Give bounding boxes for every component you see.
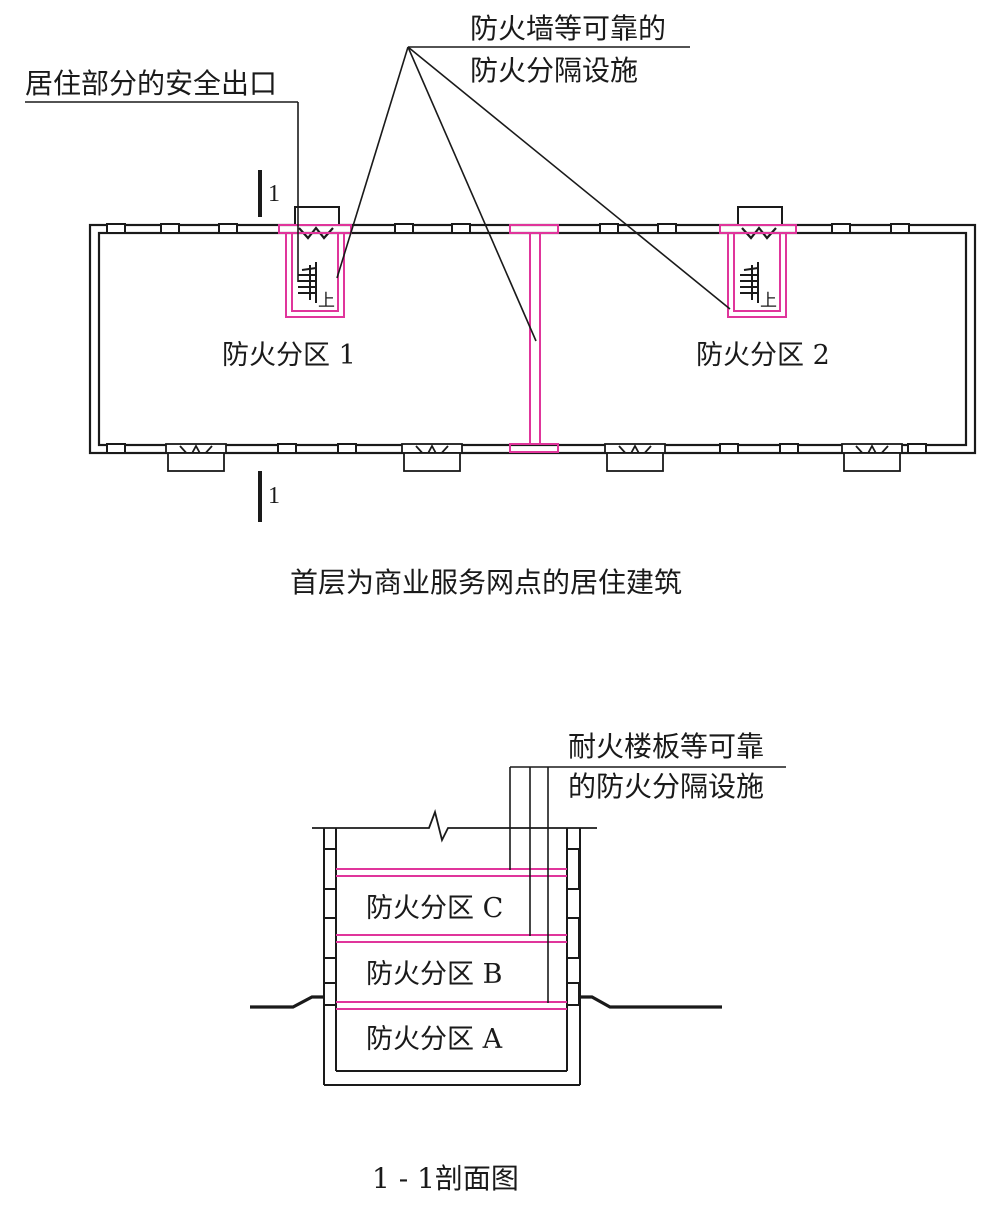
label-floor-line1: 耐火楼板等可靠 [568,730,764,763]
central-firewall [509,224,559,453]
section-view: 耐火楼板等可靠 的防火分隔设施 防火分区 C 防火分区 B 防火分区 A 1 -… [250,730,786,1195]
stair-1-symbol [298,262,317,303]
plan-view: 上 上 1 [25,12,977,599]
section-caption: 1 - 1剖面图 [372,1162,519,1195]
leader-floor [509,766,786,1003]
stairwell-2: 上 [719,206,797,318]
fire-floor-slabs [336,868,567,1010]
label-zone-b: 防火分区 B [366,959,502,990]
shop-door-4 [841,443,903,472]
label-zone-1: 防火分区 1 [222,340,356,371]
label-floor-line2: 的防火分隔设施 [568,770,764,803]
section-number-top: 1 [268,181,280,207]
section-number-bottom: 1 [268,483,280,509]
shop-door-3 [604,443,666,472]
stair-up-label-1: 上 [318,291,335,311]
label-firewall-line1: 防火墙等可靠的 [470,12,666,45]
section-marker-bottom: 1 [258,471,280,522]
top-break-line [312,808,597,843]
stair-2-symbol [740,262,759,303]
label-zone-a: 防火分区 A [366,1024,503,1055]
shop-door-2 [401,443,463,472]
section-windows [323,848,580,1006]
ground-line [250,995,722,1009]
windows-top [106,223,910,234]
building-outline [88,223,977,455]
label-zone-c: 防火分区 C [366,893,503,924]
stair-up-label-2: 上 [760,291,777,311]
shop-doors [165,443,903,472]
leader-firewall [336,46,731,342]
label-firewall-line2: 防火分隔设施 [470,54,638,87]
leader-exit [25,101,299,282]
label-zone-2: 防火分区 2 [696,340,830,371]
stairwell-1: 上 [278,206,352,318]
section-marker-top: 1 [258,170,280,217]
label-residential-exit: 居住部分的安全出口 [25,67,277,100]
shop-door-1 [165,443,227,472]
plan-caption: 首层为商业服务网点的居住建筑 [290,566,682,599]
windows-bottom [106,443,927,454]
